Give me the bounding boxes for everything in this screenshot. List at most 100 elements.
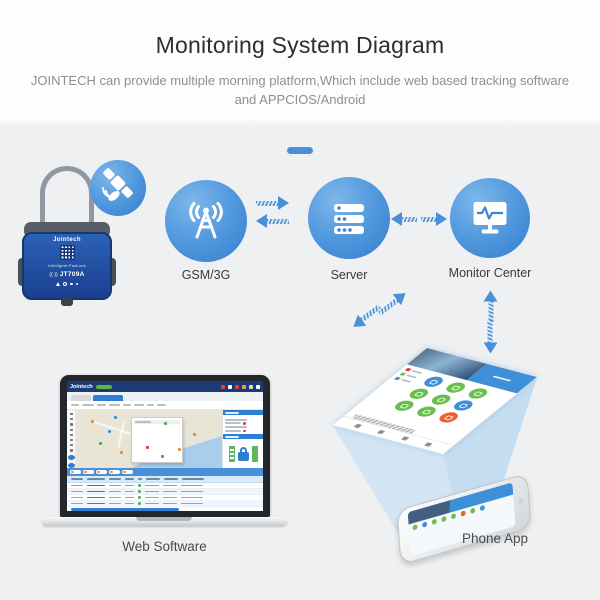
cell-bar	[145, 496, 159, 499]
nav-dot-icon	[228, 384, 232, 389]
laptop-base	[42, 517, 287, 526]
phone-app-icon	[460, 510, 466, 517]
device-model: JT709A	[59, 271, 85, 278]
legend-text-bar	[405, 374, 418, 379]
cell-bar	[125, 484, 134, 487]
legend-text-bar	[400, 378, 412, 383]
cell-bar	[109, 496, 121, 499]
map-marker	[99, 441, 103, 445]
gsm-label: GSM/3G	[181, 268, 231, 282]
map-marker	[119, 450, 123, 454]
panel-text-bar	[225, 418, 247, 421]
ring-icon	[63, 282, 67, 286]
app-icon	[413, 404, 440, 419]
app-icon	[464, 386, 491, 401]
laptop-lid: Jointech	[60, 375, 270, 517]
phone-app-label: Phone App	[462, 531, 529, 546]
web-toolbar	[67, 401, 263, 410]
footer-icon	[376, 429, 386, 435]
arrow-up-icon	[483, 290, 498, 324]
arrow-shaft	[421, 216, 436, 222]
table-row	[67, 489, 263, 495]
arrow-right-icon	[256, 196, 289, 210]
map-marker	[178, 448, 182, 452]
web-app-logo: Jointech	[70, 383, 93, 390]
arrow-shaft	[267, 218, 289, 224]
arrow-shaft	[488, 320, 493, 343]
nav-dot-icon	[221, 384, 225, 389]
toolbar-item-bar	[109, 404, 120, 406]
battery-icon	[251, 445, 258, 462]
toolbar-item-bar	[147, 404, 154, 406]
web-main	[67, 410, 263, 468]
cell-bar	[71, 502, 83, 505]
status-pill	[95, 384, 112, 389]
sidebar-icon	[69, 418, 73, 421]
panel-header-bar	[225, 435, 239, 438]
header-cell-bar	[71, 478, 83, 480]
panel-header	[223, 434, 263, 440]
chip-icon	[97, 470, 100, 474]
arrow-shaft	[256, 200, 278, 206]
panel-row	[225, 418, 261, 421]
satellite-node	[90, 160, 146, 216]
cell-bar	[109, 502, 121, 505]
chip-icon	[123, 470, 126, 474]
dot-icon	[75, 282, 78, 286]
sidebar-icon	[69, 449, 73, 452]
table-tab-chip	[96, 469, 107, 475]
table-row	[67, 495, 263, 501]
cell-bar	[125, 502, 134, 505]
cell-bar	[145, 490, 159, 493]
nav-dot-icon	[242, 384, 246, 389]
satellite-icon	[102, 168, 133, 201]
cell-bar	[125, 490, 134, 493]
cell-bar	[71, 490, 83, 493]
tab-active	[93, 395, 123, 401]
tracking-button-icon	[67, 454, 75, 460]
arrow-left-icon	[391, 212, 417, 226]
header-cell-bar	[182, 478, 204, 480]
padlock-bottom-nub	[61, 298, 73, 306]
smartphone	[396, 472, 532, 566]
phone-app-icon	[412, 524, 418, 531]
web-software-label: Web Software	[122, 539, 207, 554]
cell-bar	[163, 484, 177, 487]
chip-icon	[84, 470, 87, 474]
panel-info-rows	[223, 415, 263, 434]
web-table-body	[67, 483, 263, 507]
panel-row	[225, 429, 261, 433]
cell-bar	[181, 502, 203, 505]
panel-text-bar	[225, 426, 247, 429]
monitor-center-label: Monitor Center	[448, 266, 532, 280]
nav-dot-icon	[256, 384, 260, 389]
link-cell-bar	[87, 484, 105, 487]
monitor-center-node	[450, 178, 530, 258]
banner-title-bar	[492, 375, 512, 382]
cell-bar	[71, 496, 83, 499]
status-ok-icon	[138, 484, 141, 487]
arrow-head	[256, 214, 267, 228]
alert-dot-icon	[243, 429, 246, 433]
toolbar-item-bar	[123, 404, 131, 406]
arrow-upright-icon	[375, 287, 410, 318]
battery-gauge-icon	[228, 445, 235, 462]
toolbar-item-bar	[71, 404, 79, 406]
phone-app-icon	[431, 518, 437, 526]
map-marker	[113, 415, 117, 419]
nav-dot-icon	[235, 384, 239, 389]
cell-bar	[145, 502, 159, 505]
map-marker	[108, 429, 112, 433]
cell-bar	[109, 490, 121, 493]
sidebar-icon	[69, 433, 73, 437]
phone-app-icon	[470, 507, 476, 515]
device-model-row: ((·)) JT709A	[49, 271, 84, 278]
toolbar-item-bar	[157, 404, 166, 406]
footer-icon	[353, 423, 362, 429]
cell-bar	[181, 496, 203, 499]
device-product-name: Intelligent PadLock	[48, 263, 86, 268]
home-button-icon	[518, 497, 524, 505]
status-ok-icon	[138, 490, 141, 493]
nav-dot-icon	[249, 384, 253, 389]
